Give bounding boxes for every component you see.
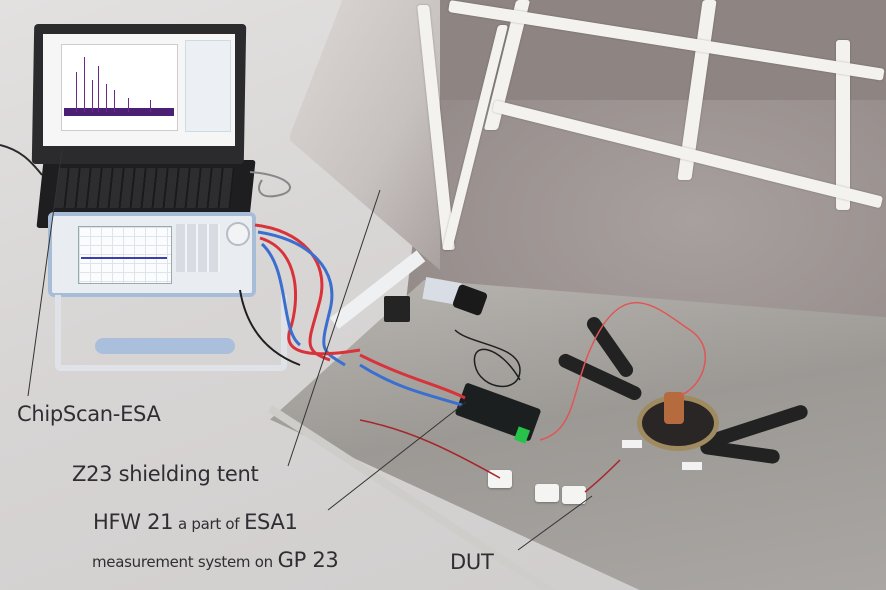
ferrite-clamp	[535, 484, 559, 502]
label-hfw21-name: HFW 21	[93, 510, 174, 534]
label-esa1: ESA1	[244, 510, 298, 534]
scan-settings-panel	[185, 40, 231, 132]
label-measurement-system: measurement system on GP 23	[92, 548, 339, 572]
analyzer-keypad	[176, 224, 220, 272]
dut-shaft	[664, 392, 684, 424]
label-measurement-system-text: measurement system on	[92, 553, 273, 571]
label-dut: DUT	[450, 550, 494, 574]
scan-plot	[61, 44, 178, 131]
label-z23-shielding-tent: Z23 shielding tent	[72, 462, 259, 486]
laptop-screen	[43, 34, 235, 146]
analyzer-stand	[55, 295, 287, 371]
label-hfw21-part-of: a part of	[178, 515, 240, 533]
probe-board	[384, 296, 410, 322]
ferrite-clamp	[562, 486, 586, 504]
label-gp23: GP 23	[277, 548, 339, 572]
label-chipscan-esa: ChipScan-ESA	[17, 402, 161, 426]
analyzer-screen	[78, 226, 172, 284]
analyzer-knob-icon	[226, 222, 250, 246]
spectrum-analyzer	[48, 212, 256, 297]
dut-label	[682, 462, 702, 470]
label-hfw21: HFW 21 a part of ESA1	[93, 510, 298, 534]
analyzer-handle	[95, 338, 235, 354]
tent-frame-bar	[836, 40, 850, 210]
dut-label	[622, 440, 642, 448]
